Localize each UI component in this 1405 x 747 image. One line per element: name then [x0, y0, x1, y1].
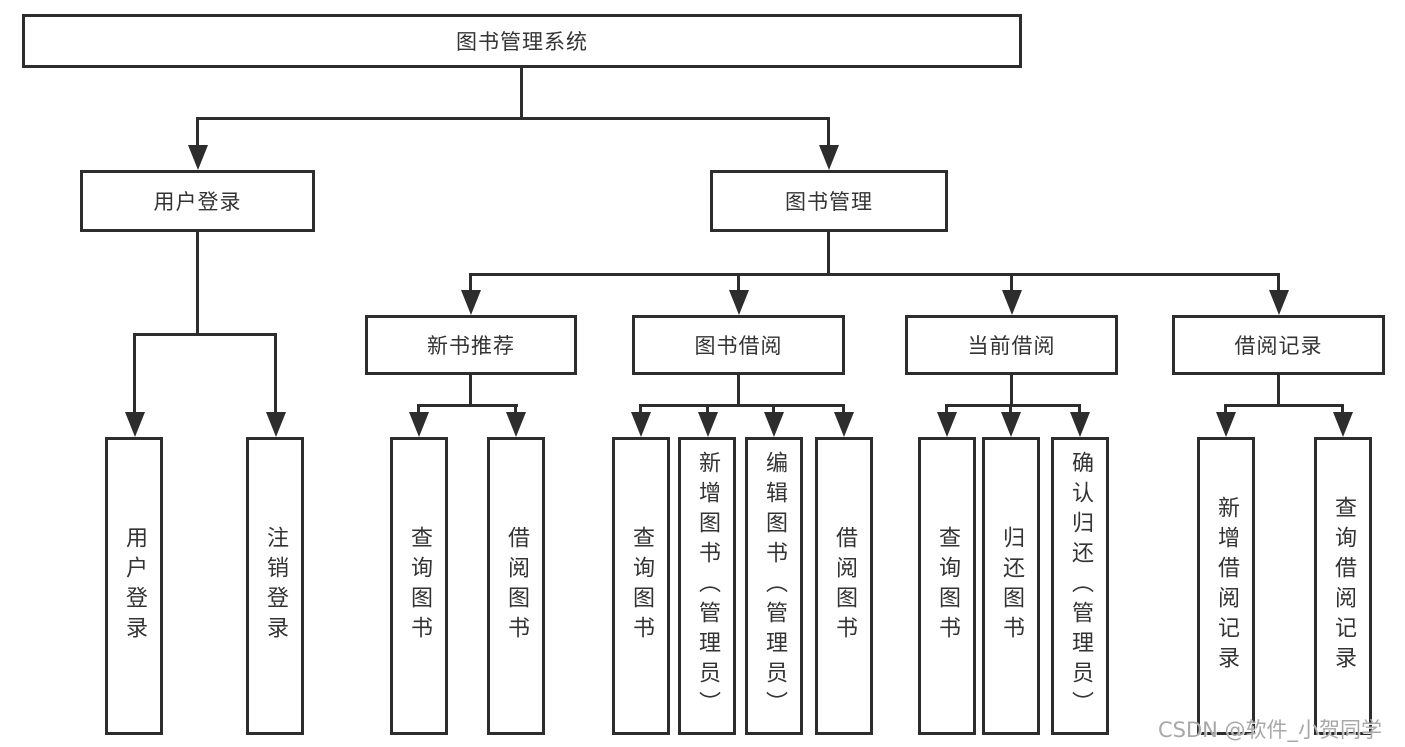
arrow-down-icon [1216, 412, 1236, 437]
node-book-management: 图书管理 [710, 170, 948, 232]
connector-line [196, 232, 199, 336]
connector-line [1078, 404, 1081, 416]
leaf-return-books: 归还图书 [982, 437, 1040, 735]
connector-line [1224, 404, 1227, 416]
connector-line [772, 404, 775, 416]
connector-line [133, 333, 277, 336]
leaf-logout: 注销登录 [246, 437, 304, 735]
arrow-down-icon [698, 412, 718, 437]
connector-line [639, 404, 845, 407]
connector-line [827, 232, 830, 276]
arrow-down-icon [506, 412, 526, 437]
connector-line [1010, 273, 1013, 293]
connector-line [706, 404, 709, 416]
connector-line [1009, 404, 1012, 416]
leaf-query-books-borrowing: 查询图书 [612, 437, 670, 735]
csdn-watermark: CSDN @软件_小贺同学 [1158, 718, 1383, 742]
arrow-down-icon [1001, 412, 1021, 437]
connector-line [737, 273, 740, 293]
leaf-edit-books-admin: 编辑图书（管理员） [745, 437, 803, 735]
connector-line [1341, 404, 1344, 416]
arrow-down-icon [125, 412, 145, 437]
leaf-borrow-books: 借阅图书 [815, 437, 873, 735]
arrow-down-icon [409, 412, 429, 437]
node-new-book-recommend: 新书推荐 [365, 315, 577, 375]
connector-line [737, 375, 740, 407]
node-user-login: 用户登录 [80, 170, 315, 232]
leaf-add-borrow-record: 新增借阅记录 [1197, 437, 1255, 735]
connector-line [196, 117, 830, 120]
connector-line [417, 404, 420, 416]
connector-line [1277, 273, 1280, 293]
connector-line [417, 404, 518, 407]
arrow-down-icon [937, 412, 957, 437]
connector-line [639, 404, 642, 416]
connector-line [469, 273, 1280, 276]
connector-line [945, 404, 1081, 407]
arrow-down-icon [1269, 290, 1289, 315]
node-book-management-system: 图书管理系统 [22, 14, 1022, 68]
arrow-down-icon [631, 412, 651, 437]
node-borrow-records: 借阅记录 [1172, 315, 1385, 375]
arrow-down-icon [834, 412, 854, 437]
leaf-user-login: 用户登录 [105, 437, 163, 735]
leaf-query-books-current: 查询图书 [918, 437, 976, 735]
connector-line [827, 117, 830, 147]
connector-line [1224, 404, 1344, 407]
arrow-down-icon [729, 290, 749, 315]
arrow-down-icon [764, 412, 784, 437]
leaf-query-books-recommend: 查询图书 [390, 437, 448, 735]
connector-line [469, 375, 472, 407]
leaf-borrow-books-recommend: 借阅图书 [487, 437, 545, 735]
node-current-borrowing: 当前借阅 [905, 315, 1118, 375]
connector-line [196, 117, 199, 147]
arrow-down-icon [266, 412, 286, 437]
arrow-down-icon [1070, 412, 1090, 437]
connector-line [1277, 375, 1280, 407]
leaf-add-books-admin: 新增图书（管理员） [678, 437, 736, 735]
connector-line [274, 333, 277, 415]
leaf-confirm-return-admin: 确认归还（管理员） [1051, 437, 1109, 735]
connector-line [133, 333, 136, 415]
connector-line [945, 404, 948, 416]
connector-line [469, 273, 472, 293]
connector-line [1010, 375, 1013, 407]
arrow-down-icon [1333, 412, 1353, 437]
arrow-down-icon [1002, 290, 1022, 315]
connector-line [520, 66, 523, 118]
arrow-down-icon [461, 290, 481, 315]
connector-line [514, 404, 517, 416]
arrow-down-icon [188, 145, 208, 170]
leaf-query-borrow-record: 查询借阅记录 [1314, 437, 1372, 735]
connector-line [842, 404, 845, 416]
arrow-down-icon [819, 145, 839, 170]
node-book-borrowing: 图书借阅 [632, 315, 845, 375]
